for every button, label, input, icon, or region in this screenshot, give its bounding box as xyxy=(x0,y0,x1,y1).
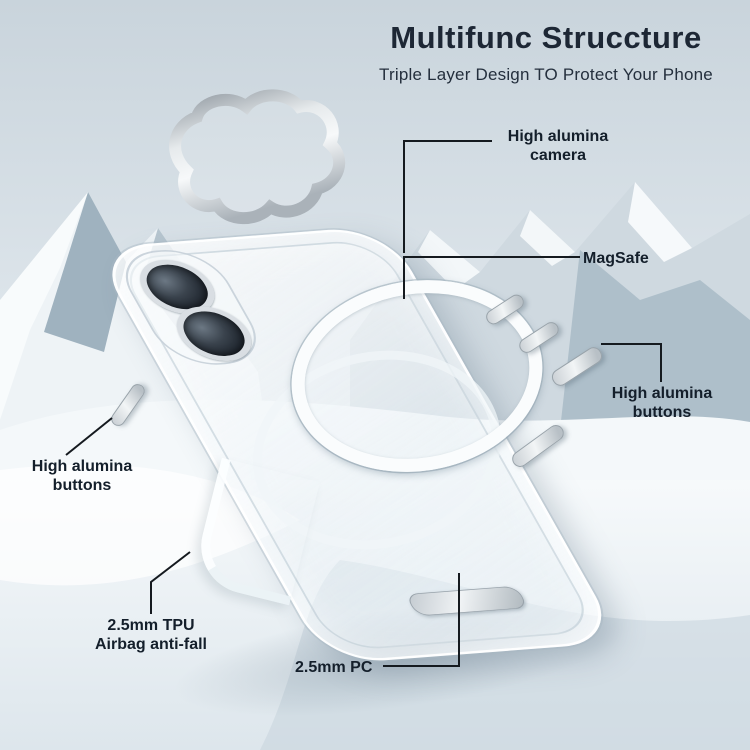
callout-pc-text: 2.5mm PC xyxy=(295,659,373,676)
callout-camera-line2: camera xyxy=(529,147,587,164)
callout-buttons-right-label: High alumina buttons xyxy=(600,384,724,422)
callout-tpu-line1: 2.5mm TPU xyxy=(107,617,195,634)
heading: Multifunc Struccture Triple Layer Design… xyxy=(352,20,740,85)
callout-buttons-right-line2: buttons xyxy=(632,404,692,421)
callout-tpu-line2: Airbag anti-fall xyxy=(94,636,207,653)
alumina-camera-ring-frame xyxy=(169,89,346,225)
snow-highlight-left xyxy=(0,464,300,586)
callout-tpu-label: 2.5mm TPU Airbag anti-fall xyxy=(84,616,218,654)
callout-camera-line1: High alumina xyxy=(507,128,609,145)
camera-ring-path xyxy=(169,89,346,225)
callout-magsafe-text: MagSafe xyxy=(583,250,649,267)
page-title: Multifunc Struccture xyxy=(390,20,702,55)
callout-camera-label: High alumina camera xyxy=(492,127,624,165)
page-subtitle: Triple Layer Design TO Protect Your Phon… xyxy=(379,65,713,84)
callout-buttons-left-line2: buttons xyxy=(52,477,112,494)
callout-buttons-right-line1: High alumina xyxy=(611,385,713,402)
callout-magsafe-label: MagSafe xyxy=(583,249,649,268)
callout-buttons-left-line1: High alumina xyxy=(31,458,133,475)
callout-buttons-left-label: High alumina buttons xyxy=(22,457,142,495)
callout-pc-label: 2.5mm PC xyxy=(295,658,372,677)
